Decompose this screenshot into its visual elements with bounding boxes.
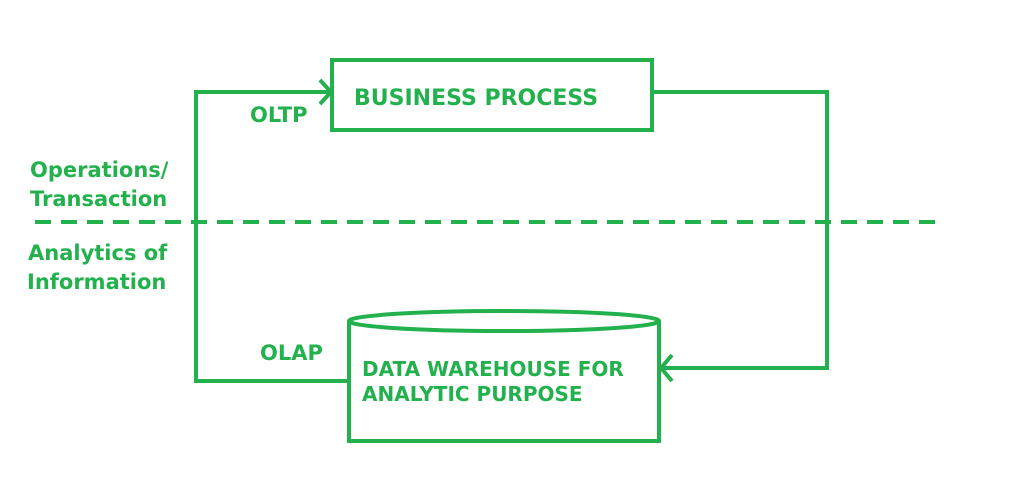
- olap-label: OLAP: [260, 341, 323, 365]
- data-warehouse-label-line1: DATA WAREHOUSE FOR: [362, 357, 624, 381]
- cylinder-body: [347, 321, 661, 443]
- connector-business-to-warehouse: [652, 90, 829, 370]
- zone-bottom-label-line1: Analytics of: [28, 241, 168, 265]
- zone-top-label-line2: Transaction: [30, 187, 167, 211]
- arrowhead-into-warehouse: [658, 353, 674, 383]
- arrowhead-into-business-process: [318, 78, 334, 106]
- zone-bottom-label-line2: Information: [27, 270, 166, 294]
- business-process-box: [330, 58, 654, 132]
- cylinder-top: [347, 309, 661, 333]
- zone-top-label-line1: Operations/: [30, 158, 169, 182]
- business-process-label: BUSINESS PROCESS: [354, 86, 598, 111]
- connector-warehouse-to-business: [194, 90, 349, 383]
- data-warehouse-label-line2: ANALYTIC PURPOSE: [362, 382, 583, 406]
- oltp-label: OLTP: [250, 103, 307, 127]
